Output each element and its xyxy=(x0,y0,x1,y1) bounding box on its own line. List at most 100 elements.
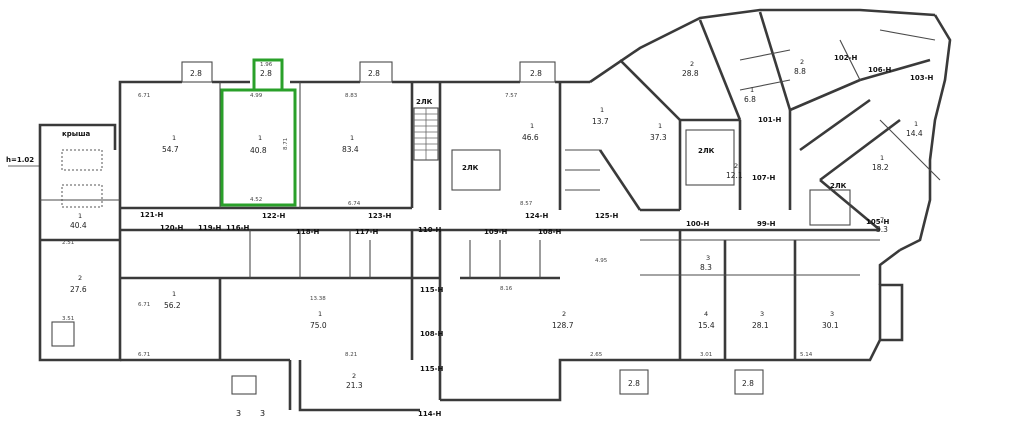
svg-text:1: 1 xyxy=(600,106,604,114)
svg-text:1: 1 xyxy=(530,122,534,130)
svg-text:6.8: 6.8 xyxy=(744,95,756,104)
room-label-124[interactable]: 124-Н xyxy=(525,212,549,220)
room-label-125[interactable]: 125-Н xyxy=(595,212,619,220)
svg-text:2: 2 xyxy=(78,274,82,282)
svg-text:8.57: 8.57 xyxy=(520,201,533,207)
svg-text:83.4: 83.4 xyxy=(342,145,359,154)
svg-text:6.71: 6.71 xyxy=(138,93,150,99)
balconies-top xyxy=(51,61,764,395)
svg-text:1: 1 xyxy=(658,122,662,130)
svg-text:2: 2 xyxy=(734,162,738,170)
svg-text:4.95: 4.95 xyxy=(595,258,608,264)
hl-balcony-dim: 1.96 xyxy=(260,62,273,68)
svg-text:13.7: 13.7 xyxy=(592,117,609,126)
room-label-108[interactable]: 108-Н xyxy=(538,228,562,236)
svg-text:7: 7 xyxy=(880,216,884,224)
room-label-106[interactable]: 106-Н xyxy=(868,66,892,74)
svg-text:37.3: 37.3 xyxy=(650,133,667,142)
stair-label-2: 2ЛК xyxy=(462,164,479,172)
svg-text:15.4: 15.4 xyxy=(698,321,715,330)
room-label-109[interactable]: 109-Н xyxy=(484,228,508,236)
svg-text:2.8: 2.8 xyxy=(742,379,754,388)
svg-text:3.01: 3.01 xyxy=(700,352,712,358)
svg-text:54.7: 54.7 xyxy=(162,145,179,154)
svg-text:2.51: 2.51 xyxy=(62,240,74,246)
hl-side-dim: 8.71 xyxy=(283,138,289,150)
svg-text:21.3: 21.3 xyxy=(346,381,363,390)
svg-text:18.2: 18.2 xyxy=(872,163,889,172)
room-label-114[interactable]: 114-Н xyxy=(418,410,442,418)
svg-text:1: 1 xyxy=(172,290,176,298)
svg-text:46.6: 46.6 xyxy=(522,133,539,142)
svg-text:27.6: 27.6 xyxy=(70,285,87,294)
svg-text:2.8: 2.8 xyxy=(628,379,640,388)
dimension-marks: 6.71 8.83 7.57 6.71 6.71 13.38 8.21 8.16… xyxy=(62,93,813,358)
room-label-119[interactable]: 119-Н xyxy=(198,224,222,232)
room-label-100[interactable]: 100-Н xyxy=(686,220,710,228)
outer-walls xyxy=(38,8,952,412)
room-label-99[interactable]: 99-Н xyxy=(757,220,776,228)
svg-text:56.2: 56.2 xyxy=(164,301,181,310)
svg-text:6.71: 6.71 xyxy=(138,302,150,308)
room-label-108b[interactable]: 108-Н xyxy=(420,330,444,338)
svg-text:12.1: 12.1 xyxy=(726,171,743,180)
hl-area: 40.8 xyxy=(250,146,267,155)
room-label-115b[interactable]: 115-Н xyxy=(420,365,444,373)
svg-text:2: 2 xyxy=(562,310,566,318)
room-label-107[interactable]: 107-Н xyxy=(752,174,776,182)
room-label-110[interactable]: 110-Н xyxy=(418,226,442,234)
room-label-122[interactable]: 122-Н xyxy=(262,212,286,220)
svg-text:8.3: 8.3 xyxy=(700,263,712,272)
room-label-117[interactable]: 117-Н xyxy=(355,228,379,236)
svg-text:2: 2 xyxy=(352,372,356,380)
svg-text:8.8: 8.8 xyxy=(794,67,806,76)
svg-text:1: 1 xyxy=(78,212,82,220)
svg-text:3.51: 3.51 xyxy=(62,316,74,322)
room-label-101[interactable]: 101-Н xyxy=(758,116,782,124)
area-labels: 1 54.7 1 83.4 1 46.6 1 40.4 2 27.6 1 56.… xyxy=(70,58,923,390)
stair-label-3: 2ЛК xyxy=(698,147,715,155)
room-label-115a[interactable]: 115-Н xyxy=(420,286,444,294)
room-label-103[interactable]: 103-Н xyxy=(910,74,934,82)
room-label-121[interactable]: 121-Н xyxy=(140,211,164,219)
svg-text:8.16: 8.16 xyxy=(500,286,513,292)
svg-text:1: 1 xyxy=(172,134,176,142)
hl-balcony-area: 2.8 xyxy=(260,69,272,78)
room-label-118[interactable]: 118-Н xyxy=(296,228,320,236)
room-label-120[interactable]: 120-Н xyxy=(160,224,184,232)
svg-text:7.57: 7.57 xyxy=(505,93,518,99)
hl-bottom-dim: 4.52 xyxy=(250,197,262,203)
svg-text:28.8: 28.8 xyxy=(682,69,699,78)
highlighted-unit[interactable] xyxy=(220,58,297,207)
roof-label: крыша xyxy=(62,130,91,138)
svg-text:75.0: 75.0 xyxy=(310,321,327,330)
svg-text:8.21: 8.21 xyxy=(345,352,357,358)
interior-walls xyxy=(40,11,941,410)
room-label-123[interactable]: 123-Н xyxy=(368,212,392,220)
shafts xyxy=(8,149,103,208)
svg-text:2.8: 2.8 xyxy=(368,69,380,78)
room-label-102[interactable]: 102-Н xyxy=(834,54,858,62)
stair-block xyxy=(413,107,851,226)
hl-index: 1 xyxy=(258,134,262,142)
svg-text:6.74: 6.74 xyxy=(348,201,361,207)
hl-top-dim: 4.99 xyxy=(250,93,263,99)
svg-text:1: 1 xyxy=(914,120,918,128)
svg-text:4: 4 xyxy=(704,310,708,318)
svg-text:40.4: 40.4 xyxy=(70,221,87,230)
svg-text:6.71: 6.71 xyxy=(138,352,150,358)
footer-mark-2: 3 xyxy=(260,409,265,418)
svg-text:2: 2 xyxy=(690,60,694,68)
svg-text:3.3: 3.3 xyxy=(876,225,888,234)
svg-text:1: 1 xyxy=(880,154,884,162)
stair-label-1: 2ЛК xyxy=(416,98,433,106)
stair-label-4: 2ЛК xyxy=(830,182,847,190)
svg-text:2.8: 2.8 xyxy=(190,69,202,78)
svg-text:1: 1 xyxy=(318,310,322,318)
room-label-116[interactable]: 116-Н xyxy=(226,224,250,232)
svg-text:8.83: 8.83 xyxy=(345,93,358,99)
room-label-105[interactable]: 105-Н xyxy=(866,218,890,226)
svg-text:128.7: 128.7 xyxy=(552,321,574,330)
height-mark: h=1.02 xyxy=(6,156,34,164)
svg-text:13.38: 13.38 xyxy=(310,296,326,302)
